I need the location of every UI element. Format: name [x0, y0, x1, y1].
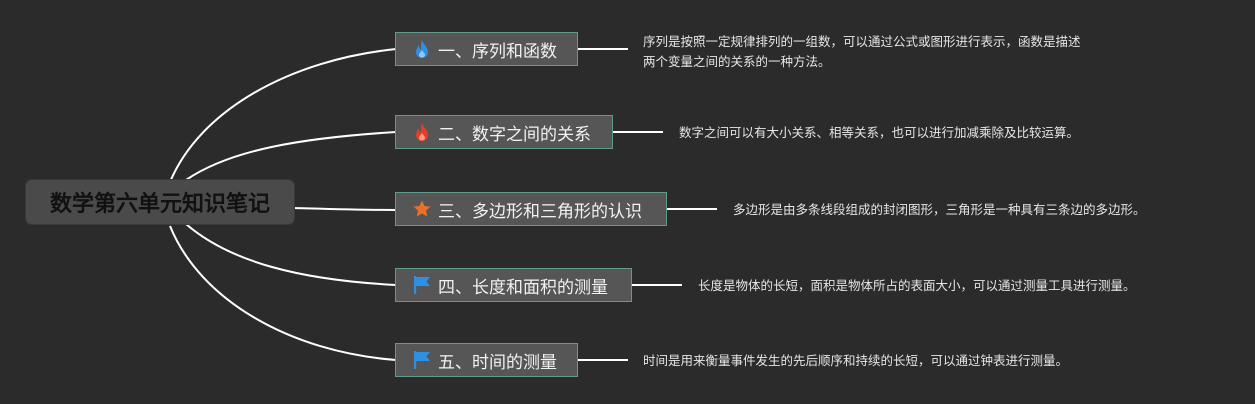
branch-topic-3-label: 三、多边形和三角形的认识	[438, 201, 642, 222]
branch-topic-5-label: 五、时间的测量	[438, 352, 557, 373]
note-1: 序列是按照一定规律排列的一组数，可以通过公式或图形进行表示，函数是描述 两个变量…	[643, 32, 1081, 72]
branch-topic-5[interactable]: 五、时间的测量	[395, 343, 578, 377]
blue-flame-icon	[412, 39, 432, 59]
note-3: 多边形是由多条线段组成的封闭图形，三角形是一种具有三条边的多边形。	[733, 200, 1146, 220]
branch-topic-4-label: 四、长度和面积的测量	[438, 277, 608, 298]
branch-topic-1-label: 一、序列和函数	[438, 41, 557, 62]
note-5: 时间是用来衡量事件发生的先后顺序和持续的长短，可以通过钟表进行测量。	[643, 351, 1068, 371]
note-1-line-1: 序列是按照一定规律排列的一组数，可以通过公式或图形进行表示，函数是描述	[643, 34, 1081, 49]
blue-flag-icon	[412, 275, 432, 295]
note-5-line-1: 时间是用来衡量事件发生的先后顺序和持续的长短，可以通过钟表进行测量。	[643, 353, 1069, 368]
note-4: 长度是物体的长短，面积是物体所占的表面大小，可以通过测量工具进行测量。	[698, 276, 1136, 296]
branch-topic-3[interactable]: 三、多边形和三角形的认识	[395, 192, 667, 226]
red-flame-icon	[412, 122, 432, 142]
branch-topic-4[interactable]: 四、长度和面积的测量	[395, 268, 632, 302]
root-topic-label: 数学第六单元知识笔记	[49, 192, 270, 217]
link-root-branch-5	[169, 225, 397, 361]
note-4-line-1: 长度是物体的长短，面积是物体所占的表面大小，可以通过测量工具进行测量。	[698, 278, 1136, 293]
note-1-line-2: 两个变量之间的关系的一种方法。	[643, 54, 831, 69]
link-root-branch-3	[293, 207, 397, 211]
branch-topic-2-label: 二、数字之间的关系	[438, 124, 591, 145]
branch-topic-1[interactable]: 一、序列和函数	[395, 32, 578, 66]
orange-star-icon	[412, 199, 432, 219]
link-root-branch-2	[185, 131, 397, 181]
link-root-branch-4	[185, 223, 397, 286]
note-2-line-1: 数字之间可以有大小关系、相等关系，也可以进行加减乘除及比较运算。	[679, 125, 1080, 140]
root-topic[interactable]: 数学第六单元知识笔记	[26, 180, 294, 224]
link-root-branch-1	[169, 48, 397, 183]
note-3-line-1: 多边形是由多条线段组成的封闭图形，三角形是一种具有三条边的多边形。	[733, 202, 1146, 217]
note-2: 数字之间可以有大小关系、相等关系，也可以进行加减乘除及比较运算。	[679, 123, 1079, 143]
blue-flag-icon	[412, 350, 432, 370]
branch-topic-2[interactable]: 二、数字之间的关系	[395, 115, 613, 149]
